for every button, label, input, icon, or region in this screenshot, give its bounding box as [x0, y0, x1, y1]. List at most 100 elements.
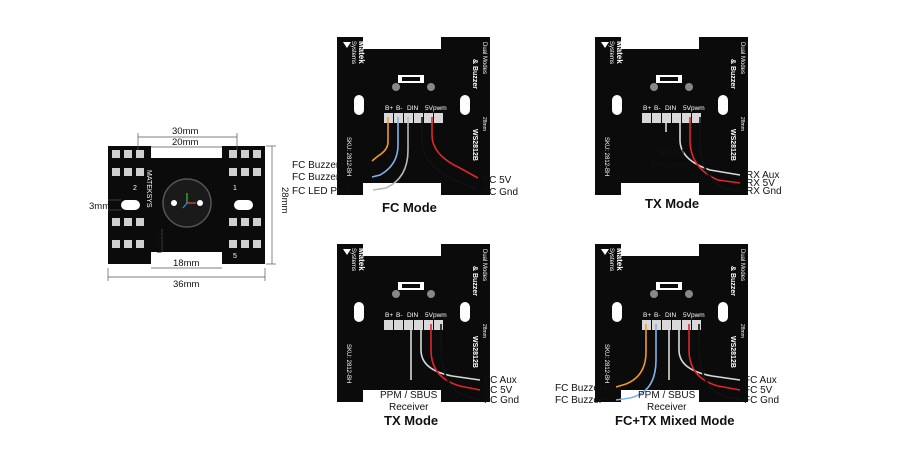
axis-blue — [182, 202, 188, 209]
wire-white — [678, 324, 741, 381]
panel4-left-label: FC Buzzer− — [555, 395, 608, 406]
panel1-left-label: FC LED Pad — [292, 186, 348, 197]
wire-black — [421, 117, 479, 191]
board-pad-round — [685, 290, 693, 298]
silk-buzzer: & Buzzer — [729, 59, 736, 89]
silk-ws: WS2812B — [471, 129, 478, 161]
board-outline — [595, 244, 748, 402]
pin-label: pwm — [433, 312, 447, 319]
board-pad-round — [427, 83, 435, 91]
board-1: Matek Systems & Buzzer Dual Modes SKU: 2… — [337, 37, 490, 195]
panel-tx-ppm: Matek Systems & Buzzer Dual Modes SKU: 2… — [337, 244, 490, 402]
board-pad-round — [685, 83, 693, 91]
panel4-center-label: Receiver — [647, 402, 687, 413]
panel2-right-label: RX Aux — [746, 170, 779, 181]
dim-36mm: 36mm — [173, 279, 199, 290]
wires-panel-3 — [410, 324, 481, 401]
wire-blue — [371, 117, 399, 178]
board-outline — [337, 244, 490, 402]
panel3-center-label: PPM / SBUS — [380, 390, 438, 401]
buzzer-component-inner — [402, 284, 420, 288]
matek-logo-icon — [343, 249, 351, 255]
dim-28mm: 28mm — [279, 187, 290, 213]
pin-label: DIN — [665, 105, 677, 112]
silk-dual: Dual Modes — [481, 249, 487, 281]
left-board-num: 5 — [233, 253, 237, 260]
left-board-slot-right — [234, 200, 253, 210]
silk-buzzer: & Buzzer — [729, 266, 736, 296]
board-slot-left — [354, 95, 364, 115]
left-board-brand: MATEKSYS — [145, 170, 152, 208]
buzzer-component-inner — [660, 77, 678, 81]
panel4-center-label: PPM / SBUS — [638, 390, 696, 401]
buzzer-component-inner — [660, 284, 678, 288]
left-board-num: 1 — [233, 185, 237, 192]
board-pad-round — [650, 290, 658, 298]
dim-18mm: 18mm — [173, 258, 199, 269]
silk-brand2: Systems — [350, 41, 356, 64]
silk-buzzer: & Buzzer — [471, 266, 478, 296]
buzzer-component-inner — [402, 77, 420, 81]
wire-black — [440, 324, 481, 401]
panel1-right-label: FC Gnd — [483, 187, 518, 198]
panel3-title: TX Mode — [384, 413, 438, 428]
panel1-left-label: FC Buzzer− — [292, 172, 345, 183]
panel1-title: FC Mode — [382, 200, 437, 215]
silk-ws: WS2812B — [729, 336, 736, 368]
panel3-right-label: FC Aux — [484, 375, 517, 386]
wires-panel-4 — [615, 324, 741, 401]
pin-label: DIN — [407, 312, 419, 319]
wires-panel-1 — [371, 117, 479, 191]
panel1-right-label: FC 5V — [483, 175, 512, 186]
wire-white — [420, 324, 481, 381]
panel4-right-label: FC 5V — [744, 385, 773, 396]
wire-red — [689, 117, 741, 184]
dimension-lines — [107, 133, 276, 281]
board-4: Matek Systems & Buzzer Dual Modes SKU: 2… — [595, 244, 748, 402]
wire-blue — [615, 324, 657, 401]
panel2-title: TX Mode — [645, 196, 699, 211]
pin-label: B- — [654, 105, 661, 112]
pin-label: 5V — [425, 312, 434, 319]
silk-dual: Dual Modes — [739, 249, 745, 281]
pin-label: B+ — [643, 312, 651, 319]
silk-buzzer: & Buzzer — [471, 59, 478, 89]
pin-label: 5V — [425, 105, 434, 112]
board-slot-left — [354, 302, 364, 322]
panel4-title: FC+TX Mixed Mode — [615, 413, 735, 428]
matek-logo-icon — [343, 42, 351, 48]
pin-label: B- — [396, 105, 403, 112]
matek-logo-icon — [601, 42, 609, 48]
panel2-center-label: Receiver — [650, 160, 690, 171]
pin-label: B+ — [643, 105, 651, 112]
board-slot-right — [718, 95, 728, 115]
silk-dual: Dual Modes — [739, 42, 745, 74]
board-slot-right — [460, 95, 470, 115]
silk-brand2: Systems — [608, 248, 614, 271]
pin-header — [384, 320, 443, 330]
dim-20mm: 20mm — [172, 137, 198, 148]
wire-orange — [615, 324, 647, 388]
silk-size: 28mm — [739, 324, 745, 338]
dim-30mm: 30mm — [172, 126, 198, 137]
silk-brand1: Matek — [357, 248, 366, 271]
wire-black — [699, 117, 741, 192]
wire-gray — [372, 117, 409, 191]
silk-sku: SKU: 2812-BH — [345, 137, 351, 176]
pin-label: 5V — [683, 312, 692, 319]
left-board-slot-left — [121, 200, 140, 210]
silk-size: 28mm — [481, 324, 487, 338]
pin-label: B- — [654, 312, 661, 319]
panel3-right-label: FC 5V — [484, 385, 513, 396]
silk-brand2: Systems — [608, 41, 614, 64]
panel-fc-tx-mixed: Matek Systems & Buzzer Dual Modes SKU: 2… — [595, 244, 748, 402]
silk-sku: SKU: 2812-BH — [345, 344, 351, 383]
wire-black — [698, 324, 741, 401]
pin-label: B+ — [385, 105, 393, 112]
panel4-right-label: FC Gnd — [744, 395, 779, 406]
silk-ws: WS2812B — [471, 336, 478, 368]
pin-label: B- — [396, 312, 403, 319]
wire-white — [679, 117, 741, 176]
board-slot-left — [612, 95, 622, 115]
